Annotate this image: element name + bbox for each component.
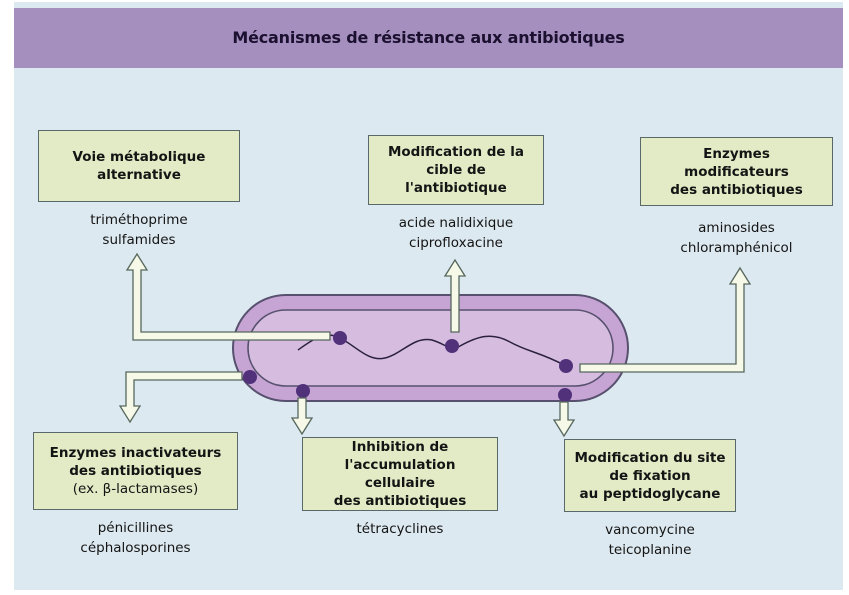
drug-list-inactivating-enzymes: pénicillines céphalosporines [33, 518, 238, 558]
drug-name: pénicillines [97, 520, 174, 536]
drug-list-accumulation-inhibition: tétracyclines [302, 519, 498, 539]
arrow-target-modification [443, 258, 467, 333]
marker-dot-6 [558, 388, 572, 402]
mechanism-label-line: des antibiotiques [69, 463, 202, 479]
marker-dot-5 [296, 384, 310, 398]
mechanism-label-line: des antibiotiques [670, 181, 803, 198]
mechanism-label-line: Enzymes inactivateurs [49, 445, 222, 461]
mechanism-box-binding-site-modification: Modification du site de fixation au pept… [564, 439, 736, 512]
mechanism-label-line: Inhibition de [351, 439, 449, 455]
drug-name: sulfamides [102, 232, 176, 248]
drug-name: acide nalidixique [398, 215, 514, 231]
arrow-accumulation-inhibition [290, 397, 314, 436]
mechanism-label-line: Enzymes modificateurs [684, 145, 789, 180]
mechanism-label-line: Voie métabolique [72, 149, 206, 165]
drug-name: triméthoprime [90, 212, 188, 228]
marker-dot-2 [445, 339, 459, 353]
drug-list-binding-site-modification: vancomycine teicoplanine [564, 520, 736, 560]
mechanism-label-line: (ex. β-lactamases) [72, 481, 199, 497]
mechanism-label-line: des antibiotiques [333, 493, 467, 509]
arrow-modifying-enzymes [579, 266, 752, 373]
mechanism-label-line: de fixation [609, 467, 691, 484]
drug-name: céphalosporines [80, 540, 191, 556]
mechanism-box-accumulation-inhibition: Inhibition de l'accumulation cellulaire … [302, 437, 498, 511]
mechanism-label-line: alternative [97, 167, 181, 183]
header-banner [14, 8, 843, 68]
drug-name: tétracyclines [356, 521, 444, 537]
mechanism-label-line: l'accumulation cellulaire [344, 457, 456, 491]
mechanism-box-metabolic-pathway: Voie métabolique alternative [38, 130, 240, 202]
mechanism-box-modifying-enzymes: Enzymes modificateurs des antibiotiques [640, 137, 833, 206]
mechanism-label-line: cible de l'antibiotique [405, 162, 507, 196]
inner-membrane [247, 309, 614, 387]
marker-dot-3 [559, 359, 573, 373]
drug-name: chloramphénicol [680, 240, 793, 256]
drug-name: teicoplanine [608, 542, 692, 558]
arrow-metabolic-pathway [125, 252, 331, 341]
mechanism-label-line: Modification du site [574, 449, 726, 466]
mechanism-label-line: au peptidoglycane [579, 485, 721, 502]
drug-list-target-modification: acide nalidixique ciprofloxacine [368, 213, 544, 253]
arrow-inactivating-enzymes [118, 371, 243, 424]
drug-name: vancomycine [605, 522, 695, 538]
drug-list-metabolic-pathway: triméthoprime sulfamides [38, 210, 240, 250]
drug-list-modifying-enzymes: aminosides chloramphénicol [640, 218, 833, 258]
mechanism-box-target-modification: Modification de la cible de l'antibiotiq… [368, 135, 544, 205]
marker-dot-1 [333, 331, 347, 345]
drug-name: aminosides [698, 220, 775, 236]
arrow-binding-site-modification [552, 401, 576, 438]
diagram-title: Mécanismes de résistance aux antibiotiqu… [232, 28, 625, 47]
drug-name: ciprofloxacine [409, 235, 503, 251]
mechanism-label-line: Modification de la [387, 144, 525, 160]
marker-dot-4 [243, 370, 257, 384]
mechanism-box-inactivating-enzymes: Enzymes inactivateurs des antibiotiques … [33, 432, 238, 510]
